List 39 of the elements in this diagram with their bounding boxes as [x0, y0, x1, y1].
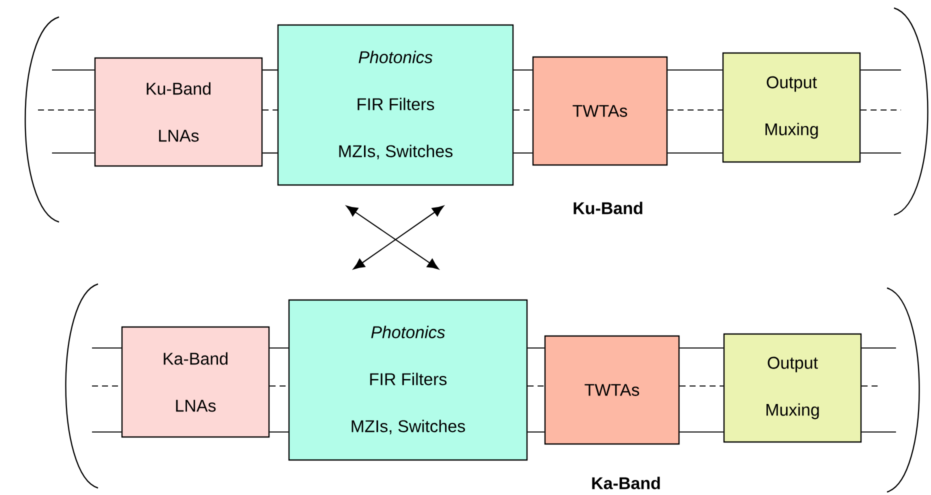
muxing-box: Output Muxing	[723, 333, 862, 443]
connector-line	[860, 69, 901, 71]
connector-line	[860, 152, 901, 154]
connector-line	[92, 431, 122, 433]
band-label: Ka-Band	[592, 476, 660, 490]
amplifier-box: TWTAs	[544, 335, 680, 445]
connector-line	[862, 431, 896, 433]
connector-line	[52, 69, 94, 71]
connector-line	[514, 152, 532, 154]
connector-line	[52, 152, 94, 154]
amplifier-box: Ku-Band LNAs	[94, 57, 263, 167]
amplifier-box: Ka-Band LNAs	[121, 326, 270, 438]
connector-line	[262, 69, 278, 71]
connector-line	[680, 385, 724, 387]
connector-line	[270, 347, 288, 349]
connector-line	[270, 385, 288, 387]
connector-line	[528, 431, 544, 433]
connector-line	[862, 385, 878, 387]
connector-line	[680, 431, 724, 433]
band-label: Ku-Band	[574, 202, 642, 214]
amplifier-box: TWTAs	[532, 56, 668, 166]
photonics-box: Photonics FIR Filters MZIs, Switches	[277, 24, 514, 186]
connector-line	[528, 385, 544, 387]
connector-line	[668, 109, 722, 111]
connector-line	[38, 109, 94, 111]
connector-line	[862, 347, 896, 349]
connector-line	[270, 431, 288, 433]
connector-line	[680, 347, 724, 349]
connector-line	[92, 347, 122, 349]
connector-line	[528, 347, 544, 349]
connector-line	[514, 69, 532, 71]
connector-line	[860, 109, 901, 111]
photonics-box: Photonics FIR Filters MZIs, Switches	[288, 299, 528, 461]
connector-line	[668, 152, 722, 154]
connector-line	[262, 109, 278, 111]
connector-line	[514, 109, 532, 111]
connector-line	[262, 152, 278, 154]
muxing-box: Output Muxing	[722, 52, 861, 163]
connector-line	[668, 69, 722, 71]
